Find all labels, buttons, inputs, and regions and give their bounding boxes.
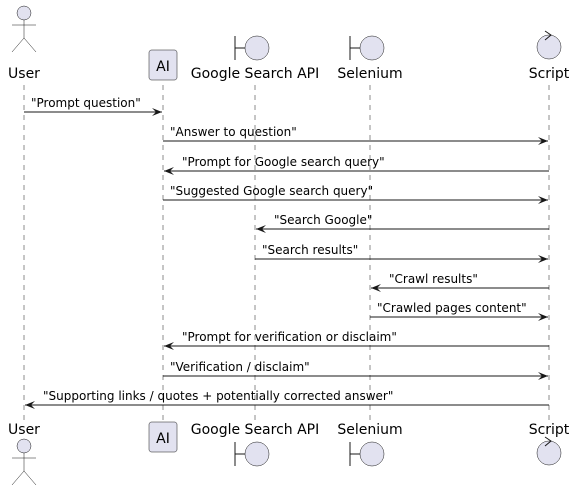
participant-ai-label: AI bbox=[156, 431, 170, 447]
message-label: "Suggested Google search query" bbox=[170, 184, 373, 198]
participant-ai-box: AI bbox=[148, 49, 178, 81]
arrowhead-icon bbox=[164, 342, 174, 350]
message-6: "Search results" bbox=[255, 243, 548, 263]
arrowhead-icon bbox=[538, 372, 548, 380]
message-label: "Crawl results" bbox=[389, 272, 478, 286]
message-3: "Prompt for Google search query" bbox=[164, 155, 549, 175]
messages: "Prompt question" "Answer to question" "Pr… bbox=[24, 96, 549, 409]
participant-user-label: User bbox=[8, 66, 40, 82]
message-1: "Prompt question" bbox=[24, 96, 162, 116]
boundary-icon bbox=[234, 35, 270, 61]
message-label: "Prompt question" bbox=[31, 96, 141, 110]
message-10: "Verification / disclaim" bbox=[163, 360, 548, 380]
message-11: "Supporting links / quotes + potentially… bbox=[25, 389, 549, 409]
arrowhead-icon bbox=[538, 255, 548, 263]
participant-ai-top: AI bbox=[148, 49, 178, 81]
message-label: "Search Google" bbox=[274, 213, 372, 227]
participant-gapi-bottom: Google Search API bbox=[191, 422, 320, 467]
actor-icon bbox=[11, 438, 37, 486]
participant-ai-box: AI bbox=[148, 421, 178, 453]
participant-selenium-label: Selenium bbox=[337, 66, 402, 82]
message-label: "Verification / disclaim" bbox=[170, 360, 310, 374]
boundary-icon bbox=[349, 35, 385, 61]
arrowhead-icon bbox=[256, 225, 266, 233]
participant-selenium-label: Selenium bbox=[337, 422, 402, 438]
lifelines bbox=[23, 85, 550, 421]
control-icon bbox=[536, 30, 562, 60]
arrowhead-icon bbox=[538, 313, 548, 321]
message-9: "Prompt for verification or disclaim" bbox=[164, 330, 549, 350]
participant-gapi-label: Google Search API bbox=[191, 422, 320, 438]
participant-selenium-top: Selenium bbox=[337, 35, 403, 82]
message-label: "Search results" bbox=[262, 243, 358, 257]
participant-script-label: Script bbox=[529, 66, 570, 82]
message-label: "Prompt for verification or disclaim" bbox=[182, 330, 397, 344]
arrowhead-icon bbox=[164, 167, 174, 175]
boundary-icon bbox=[234, 441, 270, 467]
boundary-icon bbox=[349, 441, 385, 467]
participant-user-bottom: User bbox=[8, 422, 40, 486]
message-label: "Prompt for Google search query" bbox=[182, 155, 385, 169]
message-label: "Supporting links / quotes + potentially… bbox=[43, 389, 393, 403]
participant-ai-bottom: AI bbox=[148, 421, 178, 453]
arrowhead-icon bbox=[152, 108, 162, 116]
arrowhead-icon bbox=[538, 196, 548, 204]
participant-user-top: User bbox=[8, 5, 40, 82]
message-label: "Answer to question" bbox=[170, 125, 297, 139]
message-5: "Search Google" bbox=[256, 213, 549, 233]
participant-gapi-label: Google Search API bbox=[191, 66, 320, 82]
message-label: "Crawled pages content" bbox=[377, 301, 527, 315]
participant-script-top: Script bbox=[529, 30, 570, 82]
arrowhead-icon bbox=[371, 284, 381, 292]
arrowhead-icon bbox=[25, 401, 35, 409]
message-8: "Crawled pages content" bbox=[370, 301, 548, 321]
participant-script-bottom: Script bbox=[529, 422, 570, 466]
actor-icon bbox=[11, 5, 37, 53]
message-2: "Answer to question" bbox=[163, 125, 548, 145]
participant-script-label: Script bbox=[529, 422, 570, 438]
participant-gapi-top: Google Search API bbox=[191, 35, 320, 82]
message-4: "Suggested Google search query" bbox=[163, 184, 548, 204]
participant-ai-label: AI bbox=[156, 59, 170, 75]
participant-user-label: User bbox=[8, 422, 40, 438]
participant-selenium-bottom: Selenium bbox=[337, 422, 403, 467]
arrowhead-icon bbox=[538, 137, 548, 145]
message-7: "Crawl results" bbox=[371, 272, 549, 292]
participants-top: User AI Google Search API Selenium Script bbox=[8, 5, 570, 82]
control-icon bbox=[536, 436, 562, 466]
